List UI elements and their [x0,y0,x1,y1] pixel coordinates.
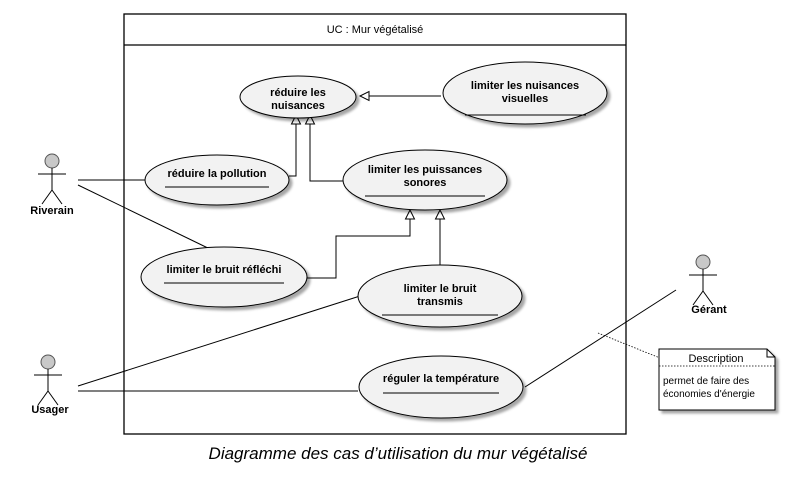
use-case-reduire-pollution[interactable]: réduire la pollution [144,154,290,206]
use-case-label: transmis [417,296,463,308]
assoc-riverain-reflechi [77,184,213,251]
actor-name: Usager [31,404,69,416]
use-case-label: limiter les nuisances [471,80,579,92]
note-line: économies d'énergie [663,389,755,400]
use-case-label: limiter le bruit réfléchi [167,264,282,276]
use-case-label: sonores [404,177,447,189]
actor-name: Gérant [691,304,727,316]
use-case-reguler-temperature[interactable]: réguler la température [358,355,524,419]
note-connector [597,332,661,359]
actor-name: Riverain [30,205,74,217]
description-note[interactable]: Description permet de faire des économie… [658,348,776,411]
actor-head-icon [40,354,56,370]
system-title: UC : Mur végétalisé [327,24,424,36]
gen-pollution-nuisances [289,122,297,177]
actor-head-icon [695,254,711,270]
use-case-label: réguler la température [383,373,499,385]
gen-sonores-nuisances [309,122,343,182]
gen-reflechi-sonores [307,217,411,279]
generalizations [289,90,446,279]
use-case-reduire-nuisances[interactable]: réduire les nuisances [239,75,357,119]
actor-usager[interactable]: Usager [31,354,69,416]
actor-riverain[interactable]: Riverain [30,153,74,217]
use-case-limiter-puissances-sonores[interactable]: limiter les puissances sonores [342,149,508,211]
use-case-label: limiter les puissances [368,164,482,176]
use-case-label: réduire les [270,87,326,99]
actor-head-icon [44,153,60,169]
use-case-limiter-bruit-transmis[interactable]: limiter le bruit transmis [357,264,523,328]
gen-arrowhead [290,113,302,125]
gen-arrowhead [434,208,446,220]
actor-gerant[interactable]: Gérant [689,254,727,316]
use-case-label: nuisances [271,100,325,112]
use-case-limiter-bruit-reflechi[interactable]: limiter le bruit réfléchi [140,246,308,308]
use-case-label: réduire la pollution [167,168,266,180]
assoc-gerant-temperature [524,289,677,388]
diagram-caption: Diagramme des cas d’utilisation du mur v… [208,444,588,463]
gen-arrowhead [358,90,370,102]
use-case-label: visuelles [502,93,548,105]
gen-arrowhead [304,113,316,125]
use-case-limiter-nuisances-visuelles[interactable]: limiter les nuisances visuelles [442,61,608,125]
note-title: Description [688,353,743,365]
note-line: permet de faire des [663,376,749,387]
associations [77,179,677,392]
assoc-usager-transmis [77,295,361,387]
gen-arrowhead [404,208,416,220]
use-case-label: limiter le bruit [404,283,477,295]
